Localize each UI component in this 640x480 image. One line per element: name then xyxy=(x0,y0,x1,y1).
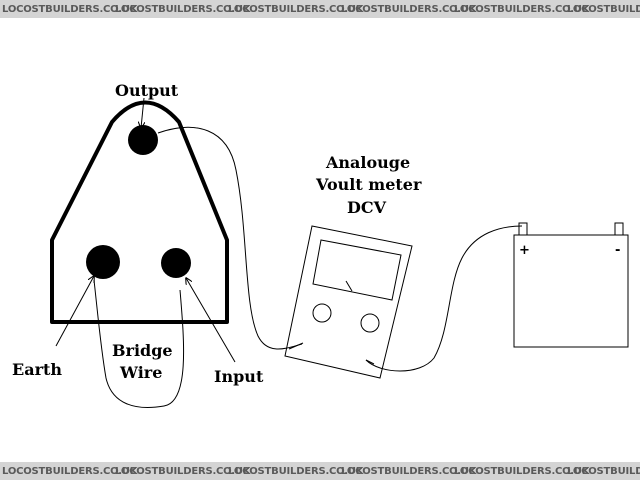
watermark-text: LOCOSTBUILDERS.CO.UK xyxy=(567,3,640,15)
meter-probe-line xyxy=(288,342,304,350)
output-label: Output xyxy=(115,81,179,100)
input-label: Input xyxy=(214,367,264,386)
output-terminal xyxy=(128,125,158,155)
voltmeter-needle xyxy=(345,280,353,292)
battery-minus-label: - xyxy=(615,243,620,258)
watermark-text: LOCOSTBUILDERS.CO.UK xyxy=(228,465,364,477)
watermark-text: LOCOSTBUILDERS.CO.UK xyxy=(115,465,251,477)
input-terminal xyxy=(161,248,191,278)
voltmeter-knob-left xyxy=(312,303,332,323)
input-arrow xyxy=(186,278,236,363)
wire-output-to-meter xyxy=(157,126,303,350)
watermark-text: LOCOSTBUILDERS.CO.UK xyxy=(115,3,251,15)
voltmeter-display xyxy=(312,239,402,301)
watermark-text: LOCOSTBUILDERS.CO.UK xyxy=(341,3,477,15)
battery-body xyxy=(513,234,629,348)
bridge-label-line2: Wire xyxy=(119,363,162,382)
output-arrow xyxy=(141,97,144,128)
earth-terminal xyxy=(86,245,120,279)
watermark-text: LOCOSTBUILDERS.CO.UK xyxy=(454,3,590,15)
battery-negative-post xyxy=(614,222,624,236)
sender-unit-outline xyxy=(50,100,229,324)
voltmeter-knob-right xyxy=(360,313,380,333)
battery-positive-post xyxy=(518,222,528,236)
meter-label-line3: DCV xyxy=(347,198,387,217)
bridge-wire xyxy=(93,279,185,408)
watermark-text: LOCOSTBUILDERS.CO.UK xyxy=(454,465,590,477)
meter-probe-line xyxy=(365,359,375,365)
battery-plus-label: + xyxy=(519,243,530,258)
watermark-banner-bottom: LOCOSTBUILDERS.CO.UK LOCOSTBUILDERS.CO.U… xyxy=(0,462,640,480)
watermark-text: LOCOSTBUILDERS.CO.UK xyxy=(228,3,364,15)
watermark-text: LOCOSTBUILDERS.CO.UK xyxy=(567,465,640,477)
meter-label-line2: Voult meter xyxy=(315,175,422,194)
bridge-label-line1: Bridge xyxy=(112,341,173,360)
meter-label-line1: Analouge xyxy=(325,153,410,172)
earth-arrow xyxy=(55,276,94,347)
watermark-banner-top: LOCOSTBUILDERS.CO.UK LOCOSTBUILDERS.CO.U… xyxy=(0,0,640,18)
wire-meter-to-battery xyxy=(365,225,523,372)
watermark-text: LOCOSTBUILDERS.CO.UK xyxy=(2,3,138,15)
watermark-text: LOCOSTBUILDERS.CO.UK xyxy=(341,465,477,477)
watermark-text: LOCOSTBUILDERS.CO.UK xyxy=(2,465,138,477)
earth-label: Earth xyxy=(12,360,62,379)
